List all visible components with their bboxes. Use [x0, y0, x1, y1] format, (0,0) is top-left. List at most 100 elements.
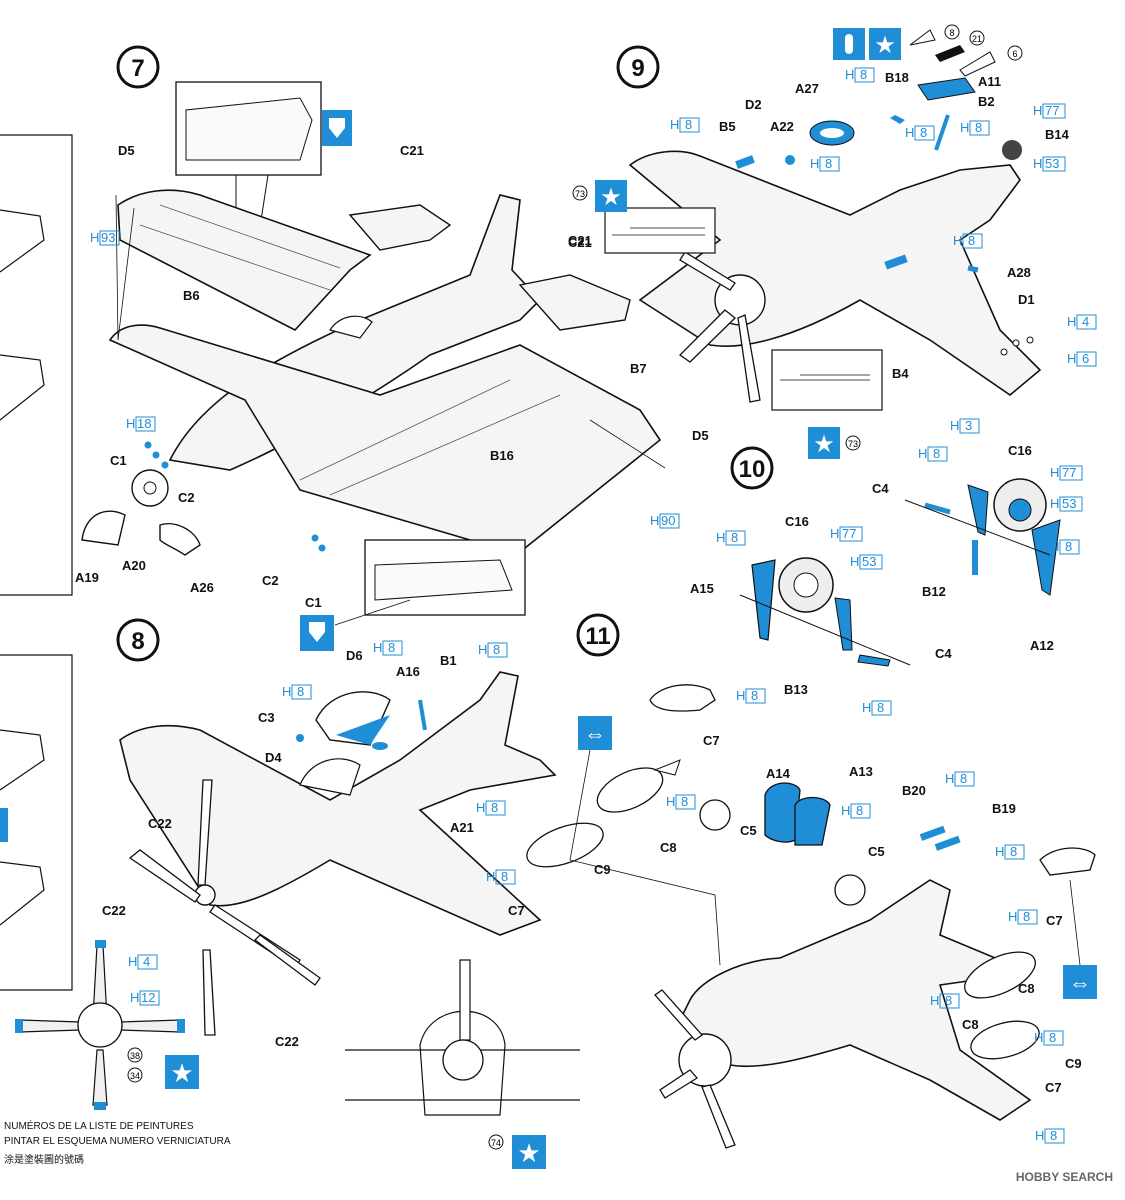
svg-text:A16: A16 [396, 664, 420, 679]
svg-text:8: 8 [920, 125, 927, 140]
svg-text:C22: C22 [275, 1034, 299, 1049]
svg-text:C7: C7 [508, 903, 525, 918]
svg-text:H: H [90, 230, 99, 245]
svg-text:8: 8 [493, 642, 500, 657]
svg-text:C9: C9 [594, 862, 611, 877]
svg-text:H: H [1050, 539, 1059, 554]
svg-text:H: H [373, 640, 382, 655]
svg-text:18: 18 [137, 416, 151, 431]
svg-text:H: H [841, 803, 850, 818]
svg-text:A14: A14 [766, 766, 791, 781]
svg-text:H: H [845, 67, 854, 82]
svg-text:A11: A11 [978, 74, 1001, 89]
step-numbers: 7 8 9 10 11 [116, 45, 774, 662]
svg-text:B13: B13 [784, 682, 808, 697]
svg-text:A19: A19 [75, 570, 99, 585]
star-icon: ★ [517, 1138, 540, 1168]
svg-text:C16: C16 [785, 514, 809, 529]
star-icon: ★ [600, 184, 622, 211]
svg-text:A12: A12 [1030, 638, 1054, 653]
svg-text:74: 74 [491, 1138, 501, 1148]
svg-text:B2: B2 [978, 94, 995, 109]
svg-text:H: H [282, 684, 291, 699]
svg-text:73: 73 [575, 189, 585, 199]
svg-text:A27: A27 [795, 81, 819, 96]
svg-text:H: H [716, 530, 725, 545]
svg-text:H: H [930, 993, 939, 1008]
svg-text:12: 12 [141, 990, 155, 1005]
svg-text:C2: C2 [178, 490, 195, 505]
svg-text:C8: C8 [660, 840, 677, 855]
svg-text:38: 38 [130, 1051, 140, 1061]
svg-text:8: 8 [501, 869, 508, 884]
svg-text:H: H [1067, 314, 1076, 329]
svg-text:8: 8 [945, 993, 952, 1008]
svg-text:D2: D2 [745, 97, 762, 112]
svg-text:H: H [736, 688, 745, 703]
propeller-paint-diagram [15, 940, 185, 1110]
svg-text:D1: D1 [1018, 292, 1035, 307]
svg-text:8: 8 [388, 640, 395, 655]
svg-text:8: 8 [825, 156, 832, 171]
svg-text:8: 8 [731, 530, 738, 545]
svg-text:C21: C21 [568, 233, 592, 248]
svg-text:H: H [1067, 351, 1076, 366]
svg-text:B5: B5 [719, 119, 736, 134]
svg-text:H: H [476, 800, 485, 815]
svg-text:C21: C21 [400, 143, 424, 158]
svg-text:73: 73 [848, 439, 858, 449]
svg-text:H: H [1008, 909, 1017, 924]
svg-text:8: 8 [975, 120, 982, 135]
step-8-number: 8 [131, 628, 144, 655]
svg-text:3: 3 [965, 418, 972, 433]
svg-text:H: H [945, 771, 954, 786]
svg-text:53: 53 [1045, 156, 1059, 171]
star-icon: ★ [874, 32, 896, 59]
step-7-illustration [81, 81, 666, 651]
svg-text:B18: B18 [885, 70, 909, 85]
svg-text:A21: A21 [450, 820, 474, 835]
svg-text:B14: B14 [1045, 127, 1070, 142]
svg-text:D4: D4 [265, 750, 282, 765]
svg-text:A20: A20 [122, 558, 146, 573]
svg-text:H: H [830, 526, 839, 541]
svg-text:B19: B19 [992, 801, 1016, 816]
svg-text:A26: A26 [190, 580, 214, 595]
svg-text:C22: C22 [148, 816, 172, 831]
svg-text:8: 8 [968, 233, 975, 248]
svg-text:H: H [666, 794, 675, 809]
svg-text:C7: C7 [1046, 913, 1063, 928]
svg-text:A28: A28 [1007, 265, 1031, 280]
svg-text:8: 8 [1023, 909, 1030, 924]
svg-text:C1: C1 [110, 453, 127, 468]
star-icon: ★ [813, 431, 835, 458]
svg-text:53: 53 [1062, 496, 1076, 511]
svg-text:8: 8 [681, 794, 688, 809]
paint-note-es-it: PINTAR EL ESQUEMA NUMERO VERNICIATURA [4, 1136, 231, 1147]
svg-text:H: H [1050, 496, 1059, 511]
svg-text:H: H [126, 416, 135, 431]
svg-text:H: H [950, 418, 959, 433]
svg-text:6: 6 [1082, 351, 1089, 366]
watermark: HOBBY SEARCH [1015, 1170, 1113, 1184]
svg-text:77: 77 [1045, 103, 1059, 118]
svg-text:8: 8 [751, 688, 758, 703]
svg-text:C4: C4 [872, 481, 889, 496]
svg-text:C9: C9 [1065, 1056, 1082, 1071]
symmetric-arrows-icon [1063, 965, 1097, 999]
svg-text:H: H [810, 156, 819, 171]
svg-text:H: H [1035, 1128, 1044, 1143]
svg-text:C2: C2 [262, 573, 279, 588]
step-11-illustration: ⇔ ⇔ [526, 684, 1097, 1149]
svg-text:C3: C3 [258, 710, 275, 725]
step-10-illustration [739, 478, 1061, 667]
svg-text:C22: C22 [102, 903, 126, 918]
svg-text:8: 8 [1049, 1030, 1056, 1045]
svg-text:B12: B12 [922, 584, 946, 599]
